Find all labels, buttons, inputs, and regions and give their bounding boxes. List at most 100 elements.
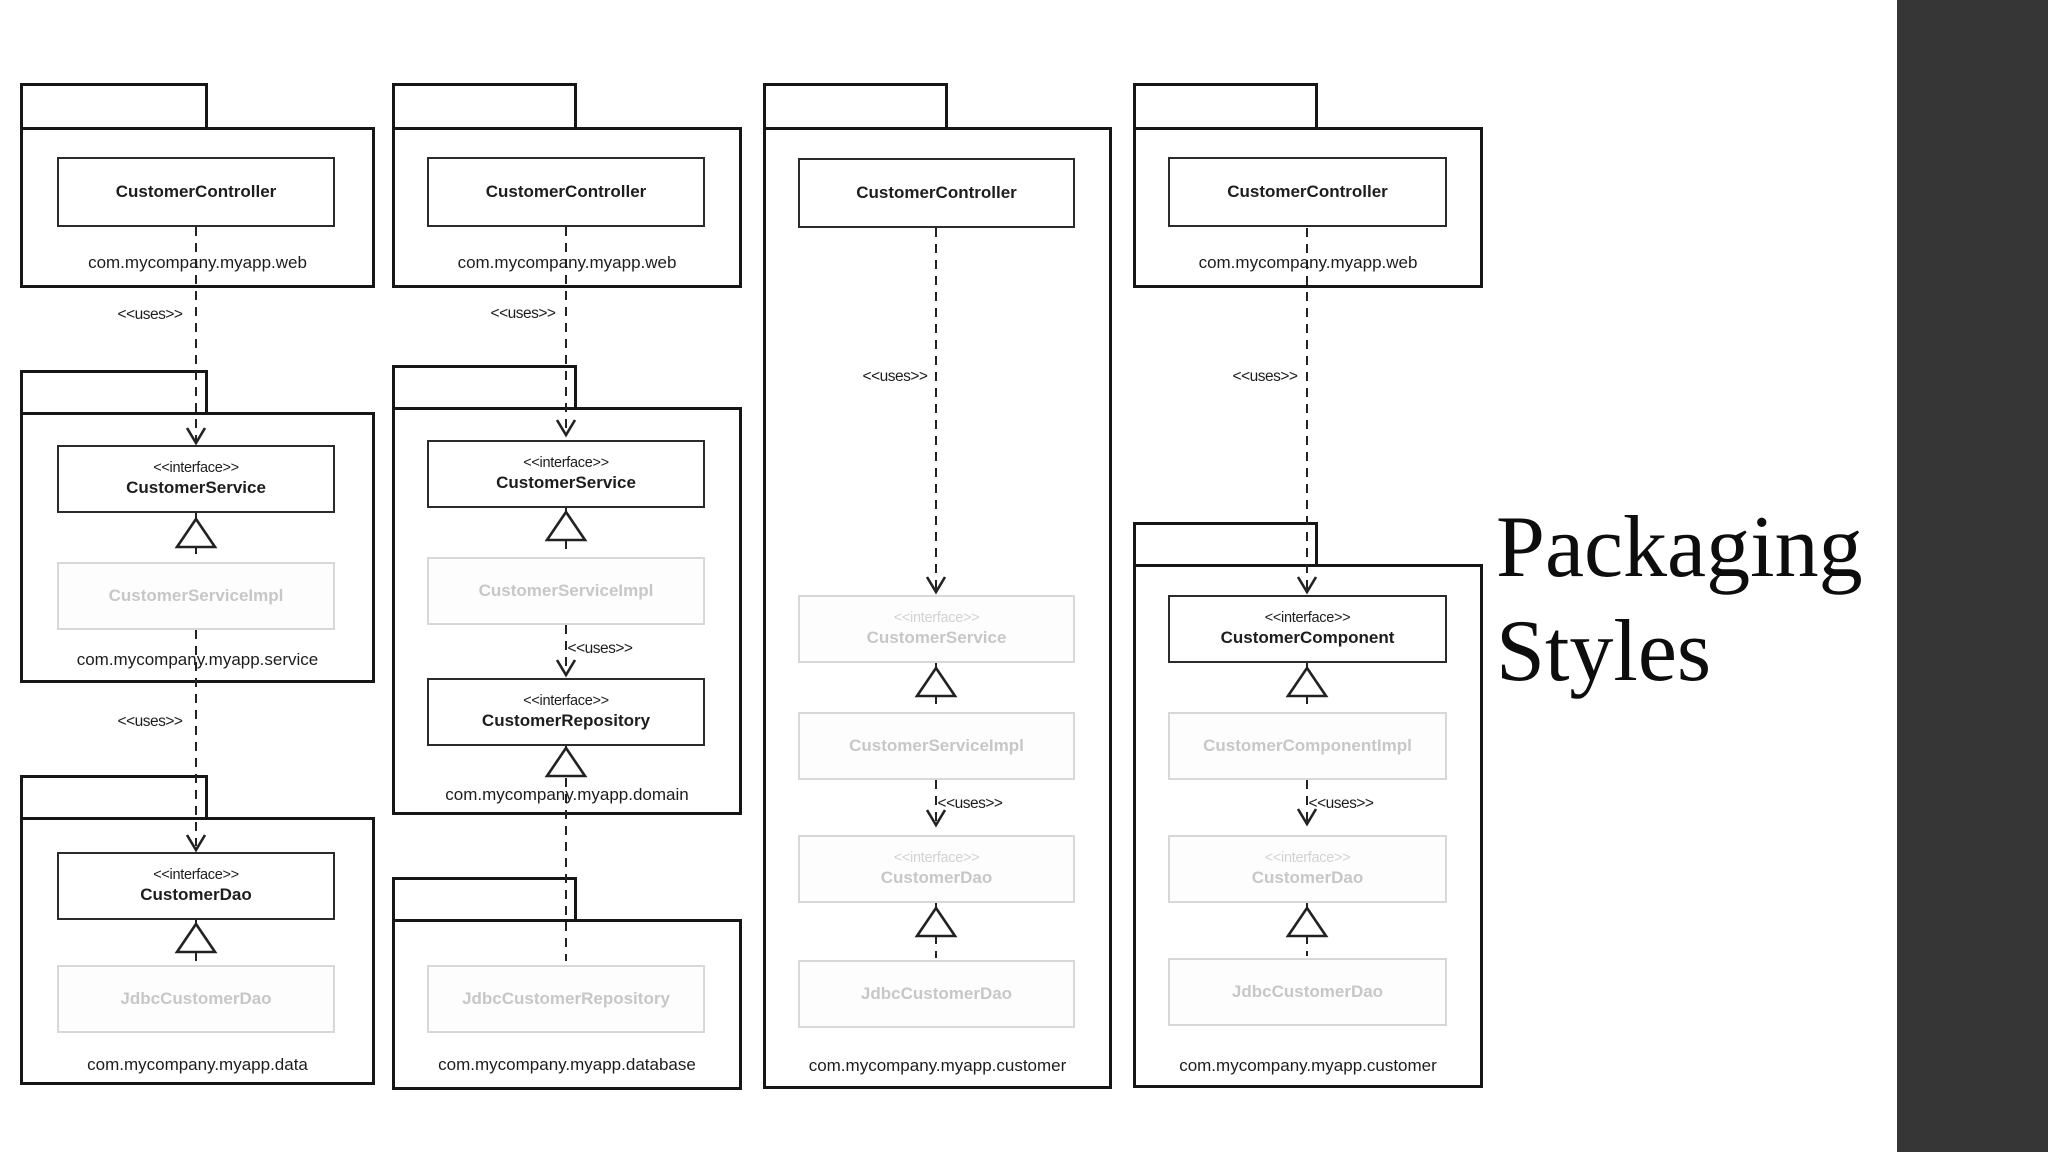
- uses-label: <<uses>>: [490, 305, 556, 322]
- arrowhead-icon: [185, 427, 207, 446]
- uses-label: <<uses>>: [937, 795, 1003, 812]
- uses-label: <<uses>>: [117, 306, 183, 323]
- col2-package-web-tab: [392, 83, 577, 127]
- arrowhead-icon: [555, 659, 577, 678]
- col4-interface-customerdao: <<interface>> CustomerDao: [1168, 835, 1447, 903]
- realization-triangle-icon: [1285, 905, 1329, 938]
- col2-package-domain-label: com.mycompany.myapp.domain: [445, 785, 689, 804]
- col2-package-database-label: com.mycompany.myapp.database: [438, 1055, 696, 1074]
- col1-package-data-label: com.mycompany.myapp.data: [87, 1055, 308, 1074]
- uses-label: <<uses>>: [1308, 795, 1374, 812]
- class-name: JdbcCustomerDao: [860, 984, 1013, 1004]
- stereotype: <<interface>>: [893, 610, 980, 627]
- col3-package-customer-tab: [763, 83, 948, 127]
- col4-class-customercontroller: CustomerController: [1168, 157, 1447, 227]
- class-name: CustomerDao: [880, 868, 993, 888]
- arrowhead-icon: [925, 809, 947, 828]
- col4-interface-customercomponent: <<interface>> CustomerComponent: [1168, 595, 1447, 663]
- col3-package-customer-body: [763, 127, 1112, 1089]
- uses-label: <<uses>>: [862, 368, 928, 385]
- class-name: CustomerComponent: [1220, 628, 1395, 648]
- col2-interface-customerrepository: <<interface>> CustomerRepository: [427, 678, 705, 746]
- class-name: CustomerService: [126, 478, 266, 498]
- class-name: CustomerService: [866, 628, 1007, 648]
- class-name: CustomerServiceImpl: [849, 736, 1024, 756]
- col2-class-customerserviceimpl: CustomerServiceImpl: [427, 557, 705, 625]
- col3-package-customer-label: com.mycompany.myapp.customer: [808, 1056, 1067, 1075]
- class-name: CustomerController: [485, 182, 647, 202]
- arrowhead-icon: [555, 419, 577, 438]
- col2-interface-customerservice: <<interface>> CustomerService: [427, 440, 705, 508]
- col2-package-domain-tab: [392, 365, 577, 407]
- arrowhead-icon: [1296, 808, 1318, 827]
- col1-package-web-tab: [20, 83, 208, 127]
- class-name: CustomerComponentImpl: [1203, 736, 1412, 756]
- class-name: JdbcCustomerRepository: [462, 989, 670, 1009]
- class-name: CustomerController: [115, 182, 277, 202]
- col1-interface-customerservice: <<interface>> CustomerService: [57, 445, 335, 513]
- class-name: CustomerDao: [140, 885, 252, 905]
- class-name: CustomerController: [1227, 182, 1388, 202]
- stereotype: <<interface>>: [153, 867, 239, 884]
- class-name: CustomerServiceImpl: [108, 586, 284, 606]
- class-name: CustomerServiceImpl: [478, 581, 654, 601]
- col4-package-web-body: [1133, 127, 1483, 288]
- class-name: CustomerDao: [1251, 868, 1364, 888]
- col3-class-jdbccustomerdao: JdbcCustomerDao: [798, 960, 1075, 1028]
- col2-class-jdbccustomerrepository: JdbcCustomerRepository: [427, 965, 705, 1033]
- col4-class-jdbccustomerdao: JdbcCustomerDao: [1168, 958, 1447, 1026]
- col1-package-data-tab: [20, 775, 208, 817]
- arrowhead-icon: [925, 576, 947, 595]
- col2-package-domain-body: [392, 407, 742, 815]
- col1-interface-customerdao: <<interface>> CustomerDao: [57, 852, 335, 920]
- realization-triangle-icon: [914, 905, 958, 938]
- class-name: CustomerController: [856, 183, 1017, 203]
- realization-triangle-icon: [544, 509, 588, 542]
- col2-class-customercontroller: CustomerController: [427, 157, 705, 227]
- col3-interface-customerdao: <<interface>> CustomerDao: [798, 835, 1075, 903]
- realization-triangle-icon: [544, 745, 588, 778]
- col1-package-service-tab: [20, 370, 208, 412]
- stereotype: <<interface>>: [893, 850, 980, 867]
- col1-package-service-label: com.mycompany.myapp.service: [76, 650, 319, 669]
- col1-package-data-body: [20, 817, 375, 1085]
- col2-package-web-label: com.mycompany.myapp.web: [457, 253, 677, 272]
- class-name: CustomerRepository: [481, 711, 651, 731]
- col4-package-customer-label: com.mycompany.myapp.customer: [1179, 1056, 1437, 1075]
- col2-package-web-body: [392, 127, 742, 288]
- col1-class-customercontroller: CustomerController: [57, 157, 335, 227]
- stereotype: <<interface>>: [1264, 850, 1351, 867]
- slide-title-line1: Packaging: [1496, 499, 1863, 596]
- realization-triangle-icon: [174, 921, 218, 954]
- realization-triangle-icon: [174, 516, 218, 549]
- arrowhead-icon: [1296, 576, 1318, 595]
- col4-package-customer-body: [1133, 564, 1483, 1088]
- col2-package-database-tab: [392, 877, 577, 919]
- slide-title-line2: Styles: [1496, 603, 1712, 700]
- class-name: JdbcCustomerDao: [120, 989, 272, 1009]
- stereotype: <<interface>>: [1264, 610, 1351, 627]
- col4-package-customer-tab: [1133, 522, 1318, 564]
- realization-triangle-icon: [914, 665, 958, 698]
- realization-triangle-icon: [1285, 665, 1329, 698]
- stereotype: <<interface>>: [153, 460, 239, 477]
- arrowhead-icon: [185, 834, 207, 853]
- uses-label: <<uses>>: [1232, 368, 1298, 385]
- col2-package-database-body: [392, 919, 742, 1090]
- col3-interface-customerservice: <<interface>> CustomerService: [798, 595, 1075, 663]
- col1-package-web-label: com.mycompany.myapp.web: [88, 253, 307, 272]
- col1-class-customerserviceimpl: CustomerServiceImpl: [57, 562, 335, 630]
- col4-class-customercomponentimpl: CustomerComponentImpl: [1168, 712, 1447, 780]
- slide-title: Packaging Styles: [1496, 496, 1863, 704]
- col1-package-service-body: [20, 412, 375, 683]
- col1-package-web-body: [20, 127, 375, 288]
- uses-label: <<uses>>: [567, 640, 633, 657]
- stereotype: <<interface>>: [523, 693, 609, 710]
- uses-label: <<uses>>: [117, 713, 183, 730]
- class-name: CustomerService: [496, 473, 636, 493]
- col3-class-customerserviceimpl: CustomerServiceImpl: [798, 712, 1075, 780]
- stereotype: <<interface>>: [523, 455, 609, 472]
- sidebar-panel: [1897, 0, 2048, 1152]
- class-name: JdbcCustomerDao: [1231, 982, 1384, 1002]
